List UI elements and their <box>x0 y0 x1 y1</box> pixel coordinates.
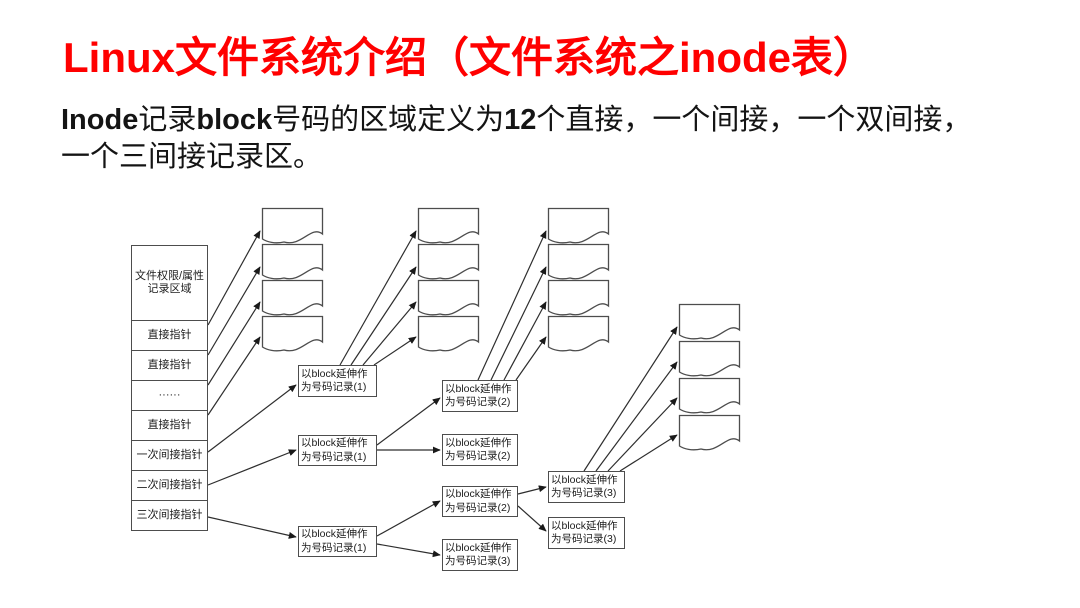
block-record-box-level3-b: 以block延伸作为号码记录(3) <box>548 517 625 549</box>
body-text-line2: 一个三间接记录区。 <box>61 141 323 173</box>
inode-row-direct-pointer-1: 直接指针 <box>132 320 207 350</box>
document-shape <box>417 279 480 316</box>
inode-row-ellipsis: ······ <box>132 380 207 410</box>
arrows-l1b <box>376 397 441 454</box>
document-shape <box>547 207 610 244</box>
document-shape <box>547 279 610 316</box>
document-shape <box>547 243 610 280</box>
arrow <box>207 516 297 539</box>
arrow <box>207 449 297 486</box>
arrow <box>376 500 441 537</box>
document-shape <box>547 315 610 352</box>
arrow <box>503 301 547 381</box>
arrow <box>607 397 678 472</box>
inode-row-direct-pointer-3: 直接指针 <box>132 410 207 440</box>
block-record-box-level1-a: 以block延伸作为号码记录(1) <box>298 365 377 397</box>
inode-diagram: 文件权限/属性记录区域 直接指针 直接指针 ······ 直接指针 一次间接指针… <box>120 195 780 605</box>
doc-column-single-indirect <box>417 207 480 352</box>
block-record-box-level2-a: 以block延伸作为号码记录(2) <box>442 380 518 412</box>
arrows-l3a-to-docs <box>583 326 678 472</box>
block-record-box-level1-b: 以block延伸作为号码记录(1) <box>298 435 377 466</box>
inode-row-triple-indirect: 三次间接指针 <box>132 500 207 530</box>
inode-table: 文件权限/属性记录区域 直接指针 直接指针 ······ 直接指针 一次间接指针… <box>131 245 208 531</box>
arrow <box>350 266 417 366</box>
arrow <box>517 505 547 532</box>
document-shape <box>678 377 741 414</box>
document-shape <box>417 315 480 352</box>
document-shape <box>261 315 324 352</box>
document-shape <box>678 303 741 340</box>
document-shape <box>261 207 324 244</box>
block-record-box-level3-a: 以block延伸作为号码记录(3) <box>548 471 625 503</box>
inode-row-single-indirect: 一次间接指针 <box>132 440 207 470</box>
block-record-box-level1-c: 以block延伸作为号码记录(1) <box>298 526 377 557</box>
document-shape <box>678 414 741 451</box>
arrow <box>339 230 417 366</box>
inode-row-attributes: 文件权限/属性记录区域 <box>134 270 205 295</box>
arrow <box>207 230 261 326</box>
arrow <box>207 384 297 453</box>
arrow <box>517 485 547 495</box>
doc-column-triple-indirect <box>678 303 741 451</box>
arrow <box>477 230 547 381</box>
arrow <box>207 336 261 416</box>
arrow <box>490 266 547 381</box>
body-text: Inode记录block号码的区域定义为12个直接，一个间接，一个双间接， 一个… <box>61 102 971 176</box>
arrow <box>362 301 417 366</box>
block-record-box-level2-b: 以block延伸作为号码记录(2) <box>442 434 518 466</box>
doc-column-double-indirect <box>547 207 610 352</box>
arrow <box>583 326 678 472</box>
document-shape <box>261 279 324 316</box>
slide-title: Linux文件系统介绍（文件系统之inode表） <box>63 34 875 81</box>
arrow <box>376 397 441 446</box>
arrows-indirect-rows <box>207 384 297 539</box>
arrow <box>373 336 417 366</box>
arrows-l2c <box>517 485 547 532</box>
block-record-box-level2-c: 以block延伸作为号码记录(2) <box>442 486 518 517</box>
body-text-line1: Inode记录block号码的区域定义为12个直接，一个间接，一个双间接， <box>61 104 972 136</box>
document-shape <box>417 243 480 280</box>
arrow <box>207 301 261 386</box>
arrow <box>207 266 261 356</box>
arrow <box>376 543 441 558</box>
arrows-l1a-to-docs <box>339 230 417 366</box>
arrows-direct <box>207 230 261 416</box>
arrow <box>515 336 547 381</box>
arrow <box>595 361 678 472</box>
inode-row-direct-pointer-2: 直接指针 <box>132 350 207 380</box>
diagram-canvas <box>207 207 741 558</box>
doc-column-direct <box>261 207 324 352</box>
document-shape <box>261 243 324 280</box>
arrow <box>619 434 678 472</box>
inode-row-double-indirect: 二次间接指针 <box>132 470 207 500</box>
document-shape <box>417 207 480 244</box>
block-record-box-level2-d: 以block延伸作为号码记录(3) <box>442 539 518 571</box>
arrows-l1c <box>376 500 441 558</box>
document-shape <box>678 340 741 377</box>
arrows-l2a-to-docs <box>477 230 547 381</box>
